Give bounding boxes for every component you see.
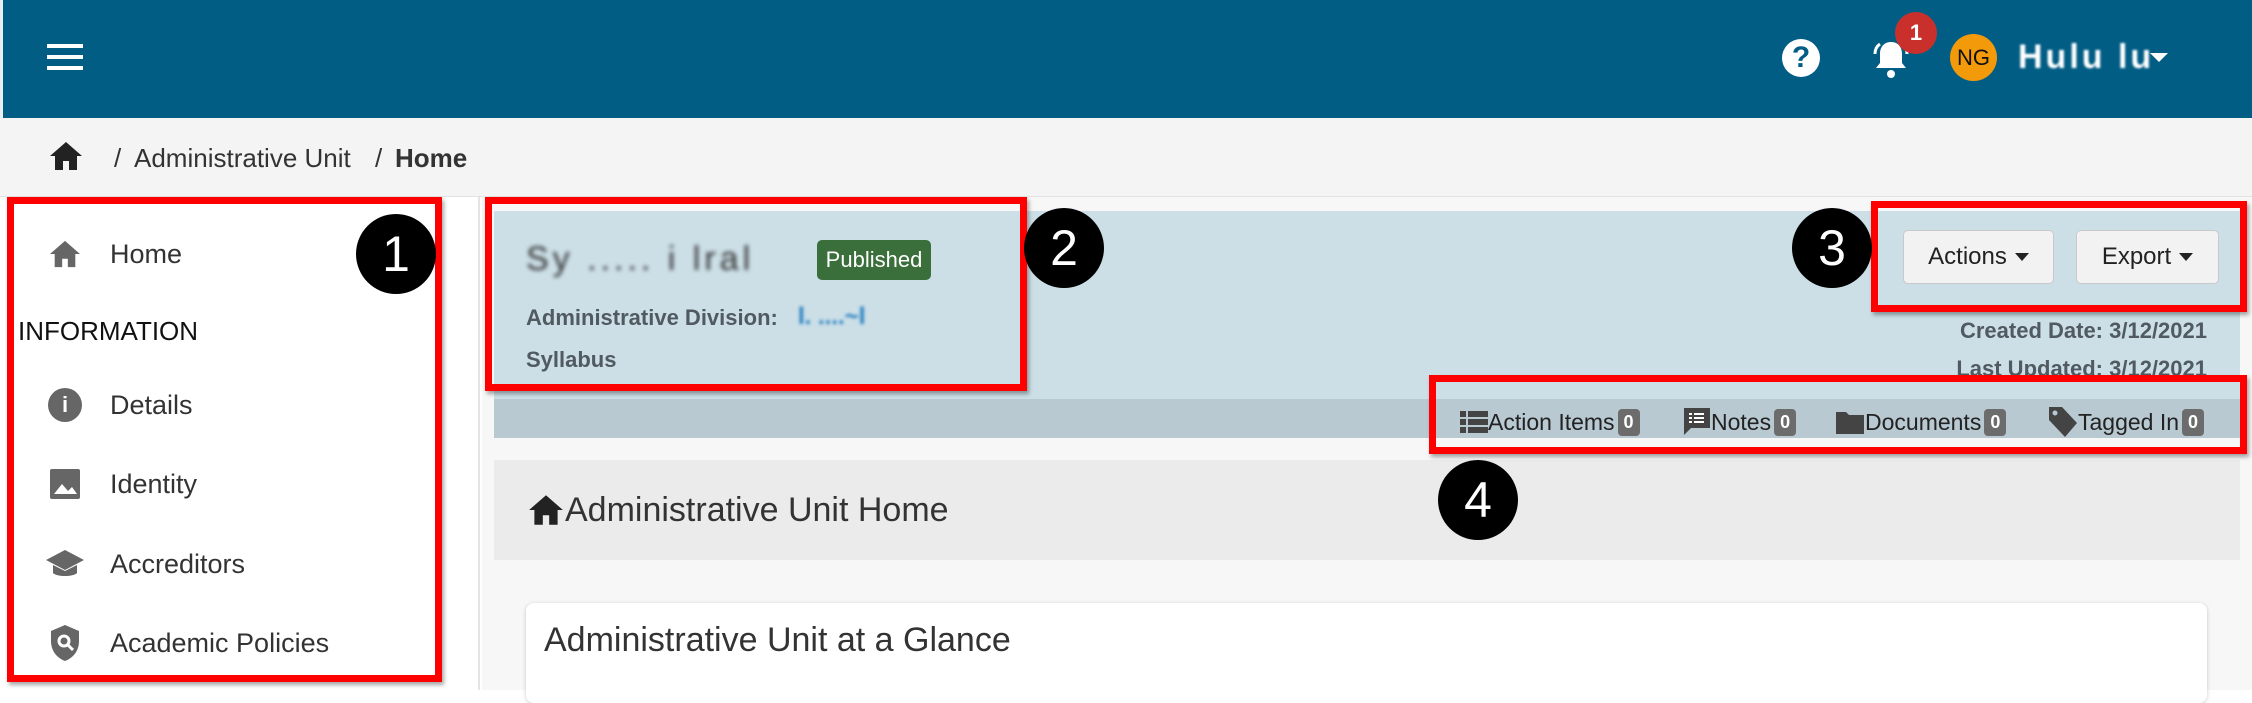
tag-icon [2049, 407, 2077, 437]
hamburger-menu-icon[interactable] [47, 44, 83, 70]
sidebar-section-information: INFORMATION [18, 316, 199, 346]
annotation-marker-2: 2 [1024, 208, 1104, 288]
sidebar-item-label: Identity [110, 468, 198, 499]
annotation-box-3 [1871, 201, 2247, 312]
caret-down-icon [2014, 253, 2029, 261]
record-type: Syllabus [526, 347, 617, 372]
annotation-marker-1: 1 [356, 214, 436, 294]
home-icon[interactable] [48, 140, 84, 177]
notification-badge: 1 [1895, 12, 1937, 54]
breadcrumb-separator: / [375, 143, 383, 173]
annotation-box-2 [485, 197, 1027, 391]
info-icon: i [45, 385, 85, 425]
top-navbar [0, 0, 2252, 118]
tab-label: Tagged In [2078, 408, 2180, 435]
status-badge: Published [817, 240, 931, 280]
tab-label: Action Items [1488, 408, 1615, 435]
graduation-cap-icon [45, 544, 85, 584]
sidebar-item-label: Accreditors [110, 548, 246, 579]
section-title: Administrative Unit Home [565, 490, 949, 529]
sidebar-item-accreditors[interactable]: Accreditors [0, 534, 478, 594]
division-label: Administrative Division: [526, 305, 778, 330]
export-dropdown-button[interactable]: Export [2076, 230, 2219, 284]
card-title: Administrative Unit at a Glance [544, 621, 1011, 659]
help-icon[interactable]: ? [1782, 39, 1820, 77]
home-icon [529, 495, 563, 525]
breadcrumb-administrative-unit[interactable]: Administrative Unit [134, 143, 351, 173]
user-name[interactable]: Hulu lu [2018, 38, 2155, 76]
section-header: Administrative Unit Home [494, 460, 2240, 560]
record-title: Sy ..... i lral [526, 240, 755, 278]
export-label: Export [2101, 243, 2172, 270]
folder-icon [1836, 412, 1864, 434]
caret-down-icon [2179, 253, 2194, 261]
annotation-box-4 [1429, 375, 2247, 454]
sidebar-item-label: Academic Policies [110, 627, 330, 658]
tab-count-badge: 0 [1774, 408, 1797, 436]
annotation-box-1 [7, 197, 442, 682]
breadcrumb-home: Home [395, 143, 468, 173]
shield-search-icon [45, 623, 85, 663]
tab-label: Notes [1711, 408, 1772, 435]
sidebar-item-label: Details [110, 389, 193, 420]
record-tab-strip [494, 399, 2240, 438]
tab-count-badge: 0 [1984, 408, 2007, 436]
user-menu-caret-icon[interactable] [2150, 53, 2168, 62]
tab-count-badge: 0 [2182, 408, 2205, 436]
glance-card: Administrative Unit at a Glance [526, 603, 2207, 703]
sidebar-item-home[interactable]: Home [0, 224, 478, 284]
division-link[interactable]: l. ....~l [798, 303, 866, 330]
actions-label: Actions [1928, 243, 2007, 270]
actions-dropdown-button[interactable]: Actions [1903, 230, 2054, 284]
sidebar-item-label: Home [110, 238, 183, 269]
annotation-marker-3: 3 [1792, 208, 1872, 288]
image-icon [45, 464, 85, 504]
home-icon [45, 234, 85, 274]
annotation-marker-4: 4 [1438, 460, 1518, 540]
breadcrumb [0, 118, 2252, 197]
avatar[interactable]: NG [1950, 34, 1997, 81]
breadcrumb-separator: / [114, 143, 122, 173]
notes-icon [1684, 408, 1710, 435]
list-icon [1460, 411, 1488, 433]
sidebar-item-details[interactable]: i Details [0, 375, 478, 435]
sidebar-item-academic-policies[interactable]: Academic Policies [0, 613, 478, 673]
created-date: Created Date: 3/12/2021 [1959, 318, 2207, 343]
sidebar-item-identity[interactable]: Identity [0, 454, 478, 514]
tab-count-badge: 0 [1617, 408, 1640, 436]
tab-label: Documents [1865, 408, 1982, 435]
